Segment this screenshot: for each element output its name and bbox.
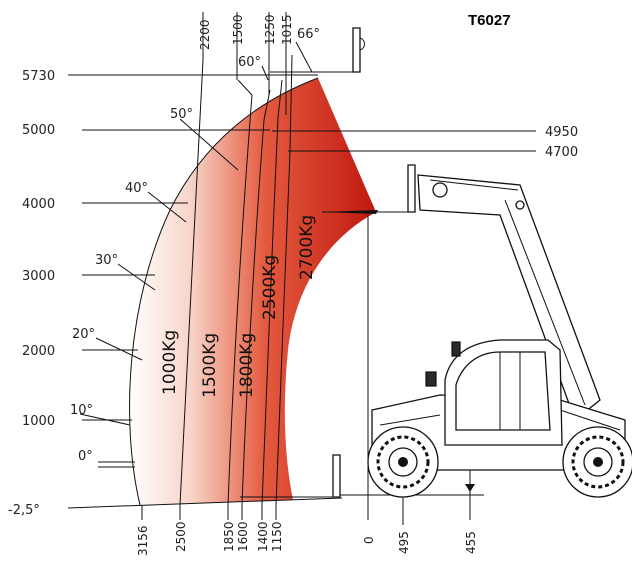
height-label-4000: 4000 bbox=[22, 197, 55, 212]
dist-label-2500: 2500 bbox=[174, 521, 188, 552]
height-label-3000: 3000 bbox=[22, 269, 55, 284]
angle-leader-20 bbox=[95, 337, 143, 361]
angle-leader-30 bbox=[117, 263, 156, 291]
load-label-1500: 1500Kg bbox=[200, 333, 220, 398]
load-label-2500: 2500Kg bbox=[260, 255, 280, 320]
angle-label-66: 66° bbox=[297, 27, 320, 42]
dist-label-0: 0 bbox=[362, 536, 376, 544]
fork-bottom-icon bbox=[240, 454, 341, 498]
angle-label-40: 40° bbox=[125, 181, 148, 196]
load-label-2700: 2700Kg bbox=[297, 215, 317, 280]
height-label-1000: 1000 bbox=[22, 414, 55, 429]
height-label-2000: 2000 bbox=[22, 344, 55, 359]
angle-label-30: 30° bbox=[95, 253, 118, 268]
load-curve-1800 bbox=[241, 89, 271, 506]
angle-label-minus-2-5: -2,5° bbox=[8, 503, 40, 518]
load-curve-2500 bbox=[261, 79, 283, 506]
dist-label-1600: 1600 bbox=[236, 521, 250, 552]
height-label-5730: 5730 bbox=[22, 69, 55, 84]
dist-label-455: 455 bbox=[464, 531, 478, 554]
angle-leader-10 bbox=[79, 413, 131, 426]
chart-title: T6027 bbox=[468, 12, 511, 29]
height-label-5000: 5000 bbox=[22, 123, 55, 138]
angle-leader-66 bbox=[295, 41, 313, 73]
height-label-4950: 4950 bbox=[545, 125, 578, 140]
dist-label-1150: 1150 bbox=[270, 521, 284, 552]
dist-label-1015: 1015 bbox=[280, 14, 294, 45]
angle-label-50: 50° bbox=[170, 107, 193, 122]
dist-label-1400: 1400 bbox=[256, 521, 270, 552]
dist-label-495: 495 bbox=[397, 531, 411, 554]
angle-leader-50 bbox=[179, 118, 239, 171]
load-curve-2700 bbox=[275, 54, 293, 506]
dist-label-3156: 3156 bbox=[136, 525, 150, 556]
telehandler-machine-icon bbox=[340, 174, 632, 498]
load-label-1000: 1000Kg bbox=[160, 330, 180, 395]
angle-line-minus bbox=[67, 497, 343, 509]
angle-label-0: 0° bbox=[78, 449, 93, 464]
load-curve-1500 bbox=[227, 79, 253, 506]
angle-leader-40 bbox=[147, 191, 187, 223]
angle-label-20: 20° bbox=[72, 327, 95, 342]
angle-label-10: 10° bbox=[70, 403, 93, 418]
dist-label-1850: 1850 bbox=[222, 521, 236, 552]
dist-label-1500: 1500 bbox=[231, 14, 245, 45]
dist-label-1250: 1250 bbox=[263, 14, 277, 45]
angle-label-60: 60° bbox=[238, 55, 261, 70]
angle-leader-60 bbox=[261, 65, 269, 81]
load-label-1800: 1800Kg bbox=[237, 333, 257, 398]
fork-mid-icon bbox=[322, 164, 416, 214]
height-label-4700: 4700 bbox=[545, 145, 578, 160]
dist-label-2200: 2200 bbox=[198, 19, 212, 50]
fork-top-icon bbox=[270, 27, 365, 73]
